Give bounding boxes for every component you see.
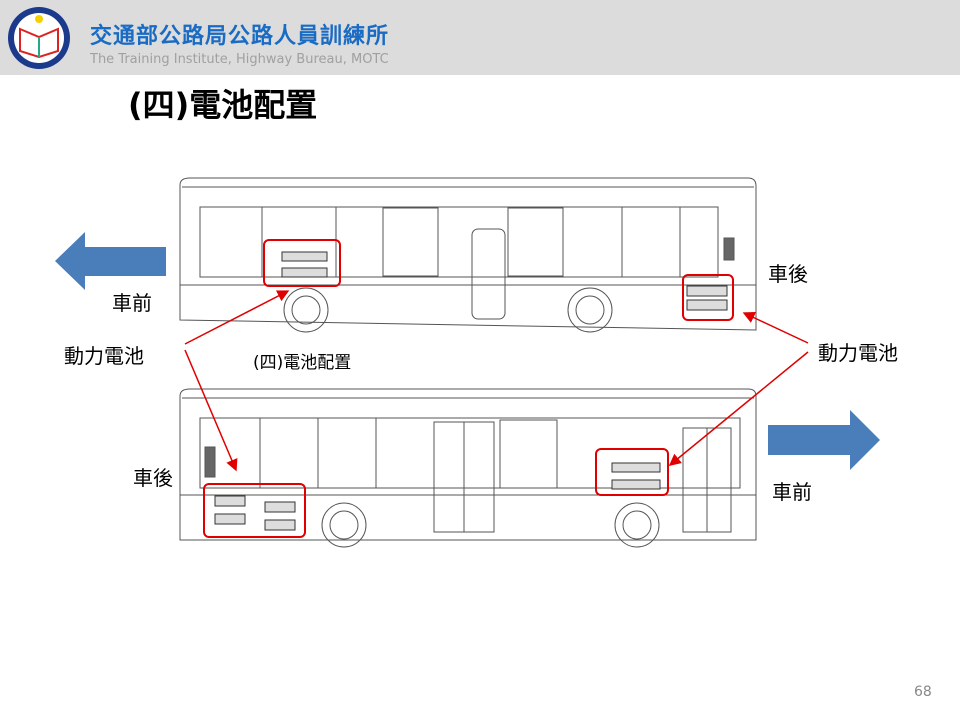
page-number: 68 bbox=[914, 684, 932, 700]
battery-packs-top bbox=[281, 251, 728, 311]
slide-title: (四)電池配置 bbox=[128, 86, 318, 124]
label-bottom-front: 車前 bbox=[772, 480, 812, 504]
label-left-battery: 動力電池 bbox=[64, 344, 144, 368]
highlight-box bbox=[203, 483, 306, 538]
direction-arrow-left-icon bbox=[55, 232, 166, 290]
label-top-rear: 車後 bbox=[768, 262, 808, 286]
label-right-battery: 動力電池 bbox=[818, 341, 898, 365]
pointer-arrows bbox=[184, 290, 809, 472]
bus-bottom-view bbox=[179, 388, 757, 548]
diagram-caption: (四)電池配置 bbox=[253, 353, 352, 373]
institute-logo bbox=[8, 7, 70, 69]
label-top-front: 車前 bbox=[112, 291, 152, 315]
highlight-box bbox=[263, 239, 341, 287]
direction-arrow-right-icon bbox=[768, 410, 880, 470]
bus-top-view bbox=[179, 177, 757, 333]
battery-packs-bottom bbox=[214, 462, 661, 531]
org-name: 交通部公路局公路人員訓練所 bbox=[90, 24, 390, 49]
org-name-en: The Training Institute, Highway Bureau, … bbox=[90, 52, 389, 67]
slide-header: 交通部公路局公路人員訓練所 The Training Institute, Hi… bbox=[0, 0, 960, 75]
highlight-box bbox=[682, 274, 734, 321]
label-bottom-rear: 車後 bbox=[133, 466, 173, 490]
highlight-box bbox=[595, 448, 669, 496]
